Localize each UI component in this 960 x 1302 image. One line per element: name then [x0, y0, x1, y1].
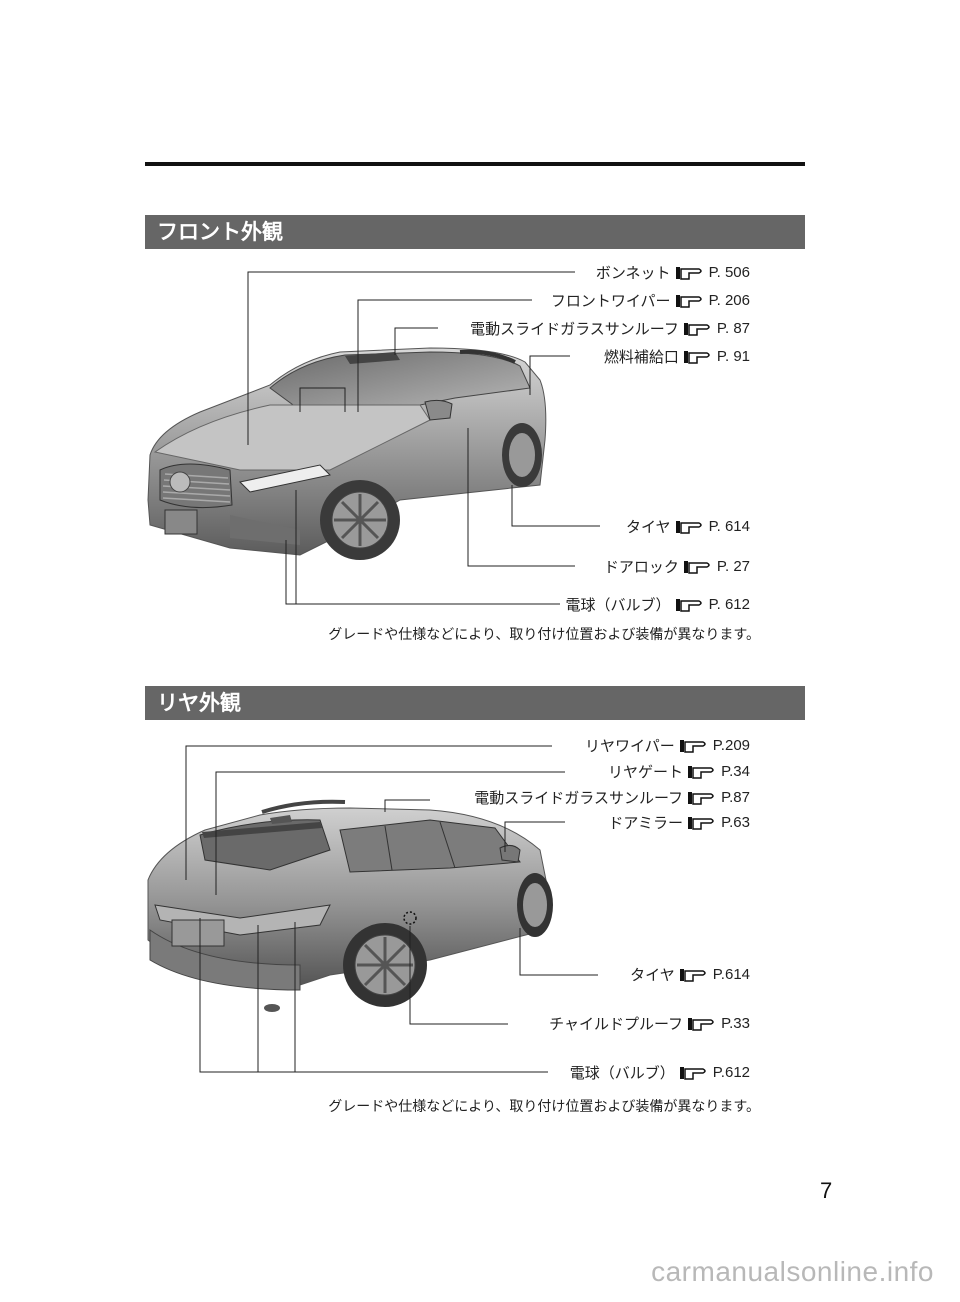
pointing-hand-icon — [683, 323, 710, 336]
callout-label: ボンネット — [595, 264, 671, 282]
pointing-hand-icon — [679, 1067, 706, 1080]
page-ref[interactable]: P.614 — [712, 966, 750, 983]
callout-rear-sunroof[interactable]: 電動スライドガラスサンルーフ P.87 — [474, 787, 750, 809]
pointing-hand-icon — [675, 267, 702, 280]
callout-label: 電球（バルブ） — [565, 596, 671, 614]
pointing-hand-icon — [688, 792, 714, 805]
page-ref[interactable]: P. 506 — [708, 264, 750, 281]
page-ref[interactable]: P.209 — [712, 737, 750, 754]
page-ref[interactable]: P. 206 — [708, 292, 750, 309]
callout-label: 電球（バルブ） — [569, 1064, 675, 1082]
callout-rear-bulb[interactable]: 電球（バルブ） P.612 — [570, 1062, 750, 1084]
pointing-hand-icon — [675, 295, 702, 308]
callout-label: チャイルドプルーフ — [549, 1015, 684, 1033]
rear-section-title: リヤ外観 — [145, 686, 805, 720]
front-note: グレードや仕様などにより、取り付け位置および装備が異なります。 — [328, 627, 760, 643]
page-ref[interactable]: P.33 — [721, 1015, 750, 1032]
page-ref[interactable]: P. 614 — [708, 518, 750, 535]
page-ref[interactable]: P.63 — [721, 814, 750, 831]
callout-label: 燃料補給口 — [603, 348, 679, 366]
callout-rear-wiper[interactable]: リヤワイパー P.209 — [585, 735, 750, 757]
callout-label: 電動スライドガラスサンルーフ — [474, 789, 684, 807]
pointing-hand-icon — [675, 599, 702, 612]
pointing-hand-icon — [683, 561, 710, 574]
page-ref[interactable]: P.87 — [721, 789, 750, 806]
callout-door-mirror[interactable]: ドアミラー P.63 — [608, 812, 750, 834]
callout-label: 電動スライドガラスサンルーフ — [470, 320, 679, 338]
watermark: carmanualsonline.info — [651, 1256, 934, 1287]
callout-label: ドアロック — [603, 558, 679, 576]
callout-door-lock[interactable]: ドアロック P. 27 — [604, 556, 750, 578]
callout-liftgate[interactable]: リヤゲート P.34 — [608, 761, 750, 783]
page-ref[interactable]: P. 612 — [708, 596, 750, 613]
callout-fuel-filler[interactable]: 燃料補給口 P. 91 — [604, 346, 750, 368]
pointing-hand-icon — [688, 1018, 714, 1031]
front-section-title: フロント外観 — [145, 215, 805, 249]
callout-label: リヤワイパー — [585, 737, 675, 755]
callout-label: リヤゲート — [608, 763, 684, 781]
page-number: 7 — [820, 1178, 833, 1203]
callout-rear-tire[interactable]: タイヤ P.614 — [630, 964, 750, 986]
page-ref[interactable]: P.34 — [721, 763, 750, 780]
pointing-hand-icon — [688, 817, 714, 830]
callout-child-lock[interactable]: チャイルドプルーフ P.33 — [549, 1013, 750, 1035]
page-ref[interactable]: P. 87 — [716, 320, 750, 337]
pointing-hand-icon — [683, 351, 710, 364]
pointing-hand-icon — [679, 969, 706, 982]
pointing-hand-icon — [688, 766, 714, 779]
callout-front-wiper[interactable]: フロントワイパー P. 206 — [551, 290, 750, 312]
callout-tire[interactable]: タイヤ P. 614 — [626, 516, 750, 538]
callout-bulb[interactable]: 電球（バルブ） P. 612 — [566, 594, 750, 616]
callout-label: フロントワイパー — [550, 292, 671, 310]
callout-label: タイヤ — [626, 518, 671, 536]
callout-bonnet[interactable]: ボンネット P. 506 — [596, 262, 750, 284]
callout-sunroof[interactable]: 電動スライドガラスサンルーフ P. 87 — [470, 318, 750, 340]
page-ref[interactable]: P. 27 — [716, 558, 750, 575]
pointing-hand-icon — [675, 521, 702, 534]
page-ref[interactable]: P.612 — [712, 1064, 750, 1081]
rear-note: グレードや仕様などにより、取り付け位置および装備が異なります。 — [328, 1099, 760, 1115]
page-ref[interactable]: P. 91 — [716, 348, 750, 365]
callout-label: ドアミラー — [608, 814, 684, 832]
callout-label: タイヤ — [630, 966, 675, 984]
pointing-hand-icon — [679, 740, 706, 753]
top-rule — [145, 162, 805, 166]
